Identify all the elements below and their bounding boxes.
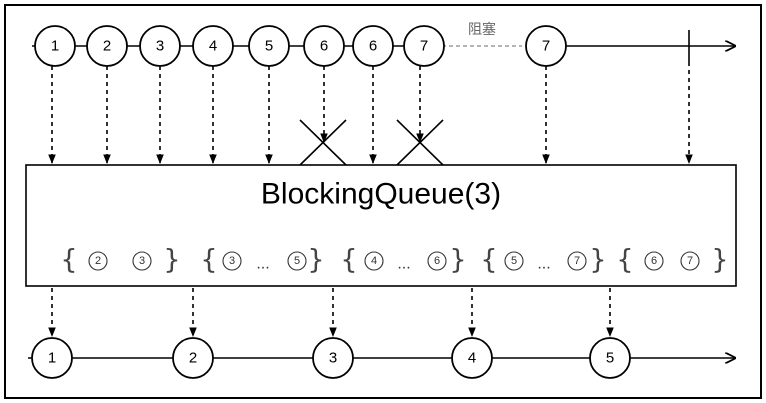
top-stream-node: 6: [303, 25, 345, 67]
buffer-item-circle: [287, 251, 307, 271]
top-stream-node: 7: [525, 25, 567, 67]
buffer-item-label: 7: [687, 255, 693, 267]
top-stream-node: 7: [403, 25, 445, 67]
node-circle: [86, 25, 128, 67]
bottom-stream-node: 3: [312, 337, 354, 379]
blocking-queue-title: BlockingQueue(3): [261, 178, 501, 211]
buffer-item-circle: [567, 251, 587, 271]
node-circle: [192, 25, 234, 67]
node-label: 6: [369, 38, 377, 55]
buffer-state: {6 7}: [616, 245, 728, 276]
top-stream-node: 1: [34, 25, 76, 67]
right-brace: }: [711, 245, 728, 276]
buffer-item-circle: [504, 251, 524, 271]
cross-mark-line: [299, 119, 347, 166]
bottom-stream-node: 5: [589, 337, 631, 379]
right-brace: }: [307, 245, 324, 276]
buffer-item-circle: [680, 251, 700, 271]
top-stream-node: 4: [192, 25, 234, 67]
node-label: 7: [542, 38, 550, 55]
node-circle: [172, 337, 214, 379]
bottom-stream-node: 1: [31, 337, 73, 379]
buffer-item-label: 2: [95, 255, 101, 267]
node-label: 5: [265, 38, 273, 55]
buffer-item-circle: [88, 251, 108, 271]
buffer-state: {3 5...}: [200, 245, 324, 276]
buffer-ellipsis: ...: [537, 256, 550, 273]
top-stream-node: 6: [352, 25, 394, 67]
buffer-item-circle: [644, 251, 664, 271]
node-label: 2: [189, 350, 197, 367]
bottom-stream-node: 2: [172, 337, 214, 379]
buffer-item-label: 7: [574, 255, 580, 267]
node-label: 4: [209, 38, 217, 55]
top-stream-nodes: 1 2 3 4 5 6 6 7 7: [34, 25, 567, 67]
node-label: 6: [320, 38, 328, 55]
buffer-item-label: 5: [294, 255, 300, 267]
node-circle: [248, 25, 290, 67]
node-circle: [139, 25, 181, 67]
node-circle: [451, 337, 493, 379]
node-label: 3: [156, 38, 164, 55]
right-brace: }: [449, 245, 466, 276]
blocked-cross-marks: [299, 119, 444, 166]
buffer-state: {4 6...}: [340, 245, 466, 276]
buffer-item-circle: [364, 251, 384, 271]
top-stream-node: 2: [86, 25, 128, 67]
buffer-state: {5 7...}: [480, 245, 606, 276]
bottom-stream-nodes: 1 2 3 4 5: [31, 337, 631, 379]
left-brace: {: [60, 245, 77, 276]
node-label: 3: [329, 350, 337, 367]
cross-mark-line: [396, 119, 444, 166]
top-input-arrows: [48, 62, 693, 164]
node-circle: [589, 337, 631, 379]
bottom-stream-node: 4: [451, 337, 493, 379]
buffer-states: {2 3} {3 5...} {4 6...} {5 7...} {6 7}: [60, 245, 728, 276]
left-brace: {: [480, 245, 497, 276]
left-brace: {: [340, 245, 357, 276]
right-brace: }: [589, 245, 606, 276]
node-circle: [403, 25, 445, 67]
buffer-ellipsis: ...: [397, 256, 410, 273]
buffer-ellipsis: ...: [256, 256, 269, 273]
node-label: 1: [51, 38, 59, 55]
buffer-state: {2 3}: [60, 245, 180, 276]
node-label: 7: [420, 38, 428, 55]
right-brace: }: [163, 245, 180, 276]
node-label: 4: [468, 350, 476, 367]
node-label: 1: [48, 350, 56, 367]
node-circle: [312, 337, 354, 379]
node-label: 2: [103, 38, 111, 55]
buffer-item-circle: [427, 251, 447, 271]
top-stream-node: 3: [139, 25, 181, 67]
node-circle: [31, 337, 73, 379]
node-circle: [525, 25, 567, 67]
left-brace: {: [616, 245, 633, 276]
buffer-item-label: 3: [139, 255, 145, 267]
node-circle: [352, 25, 394, 67]
buffer-item-label: 6: [651, 255, 657, 267]
node-circle: [303, 25, 345, 67]
buffer-item-label: 6: [434, 255, 440, 267]
buffer-item-label: 5: [511, 255, 517, 267]
node-circle: [34, 25, 76, 67]
node-label: 5: [606, 350, 614, 367]
buffer-item-circle: [222, 251, 242, 271]
top-stream-node: 5: [248, 25, 290, 67]
blocked-label: 阻塞: [468, 21, 496, 38]
buffer-item-circle: [132, 251, 152, 271]
buffer-item-label: 3: [229, 255, 235, 267]
buffer-item-label: 4: [371, 255, 377, 267]
left-brace: {: [200, 245, 217, 276]
bottom-output-arrows: [48, 288, 614, 337]
